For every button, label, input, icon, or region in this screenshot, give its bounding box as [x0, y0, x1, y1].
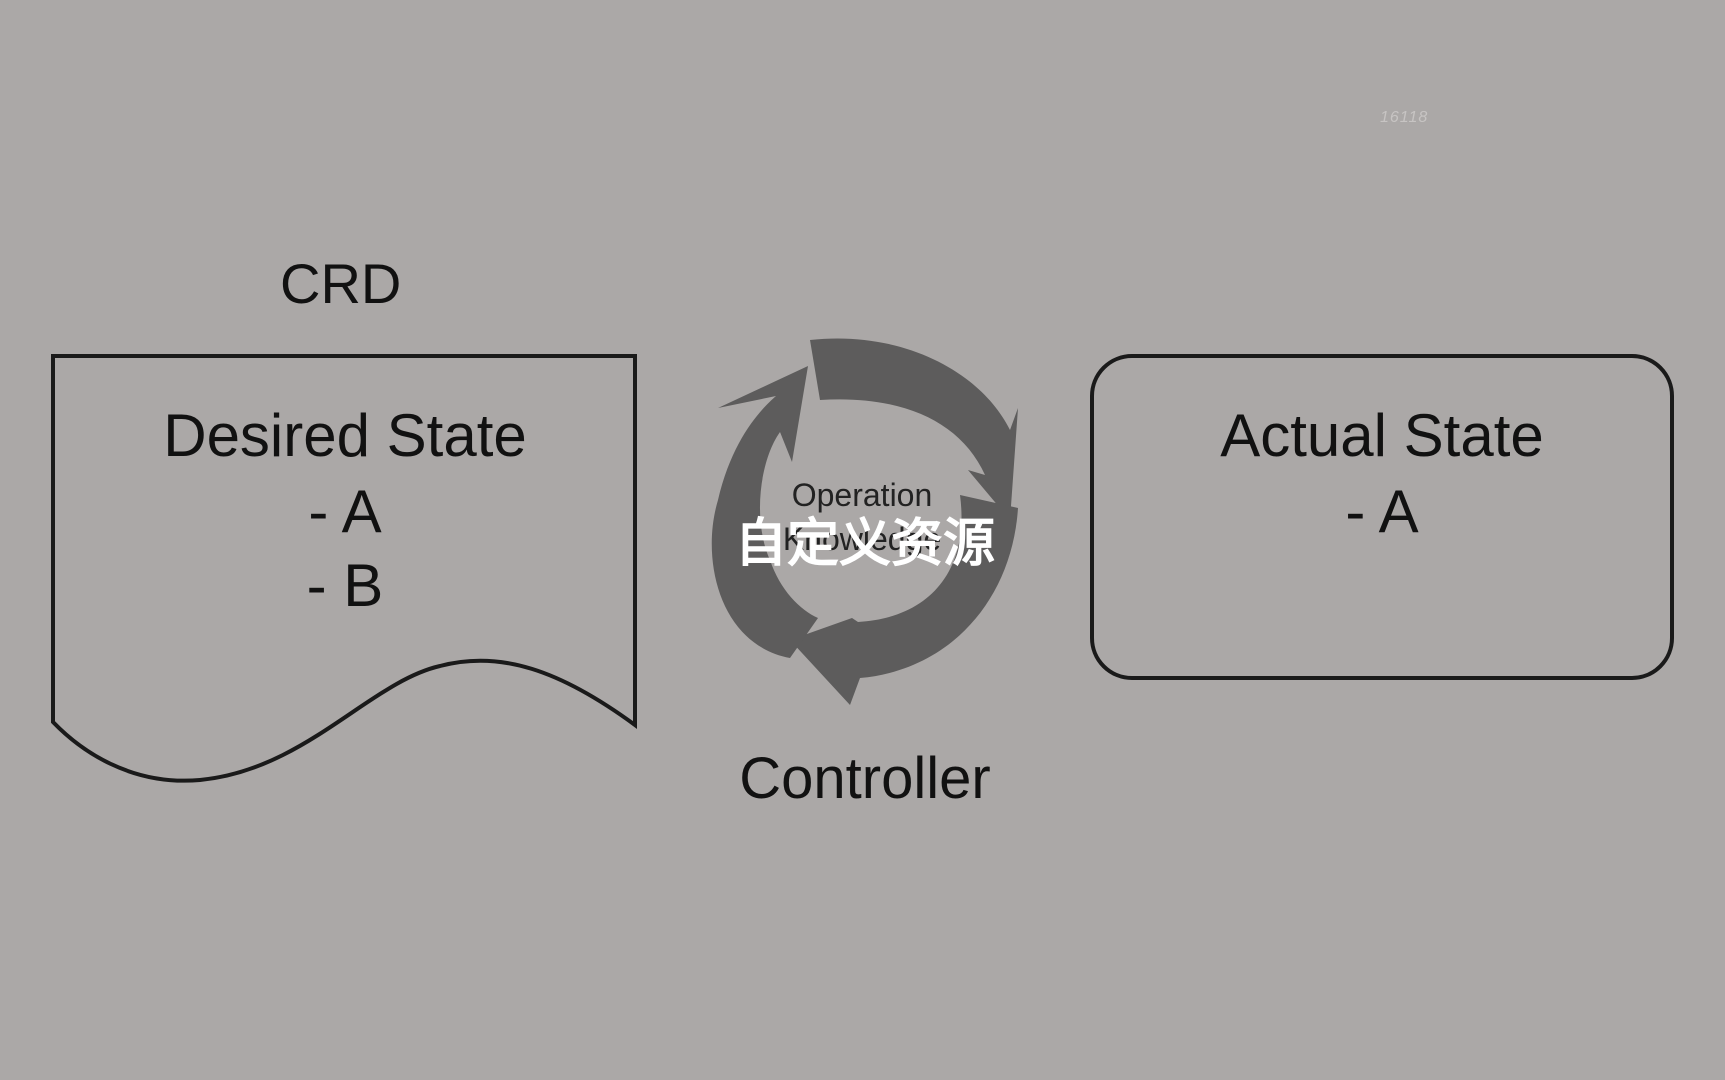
crd-title: CRD	[280, 252, 402, 315]
operation-label: Operation	[791, 477, 933, 513]
knowledge-label: Knowledge	[782, 521, 942, 557]
actual-state-box	[1090, 354, 1674, 680]
controller-title: Controller	[739, 746, 991, 811]
cycle-arrow-bottom	[790, 495, 1018, 705]
desired-state-item-b: - B	[306, 552, 384, 619]
desired-state-title: Desired State	[163, 402, 527, 469]
actual-state-item-a: - A	[1345, 478, 1419, 545]
watermark-text: 16118	[1380, 109, 1429, 126]
crd-document-shape	[51, 354, 637, 783]
cycle-arrow-left	[711, 366, 818, 658]
cycle-arrow-top-right	[810, 338, 1018, 520]
subtitle-caption: 自定义资源	[734, 514, 995, 574]
actual-state-title: Actual State	[1220, 402, 1544, 469]
desired-state-item-a: - A	[308, 478, 382, 545]
control-loop-icon	[711, 338, 1018, 705]
